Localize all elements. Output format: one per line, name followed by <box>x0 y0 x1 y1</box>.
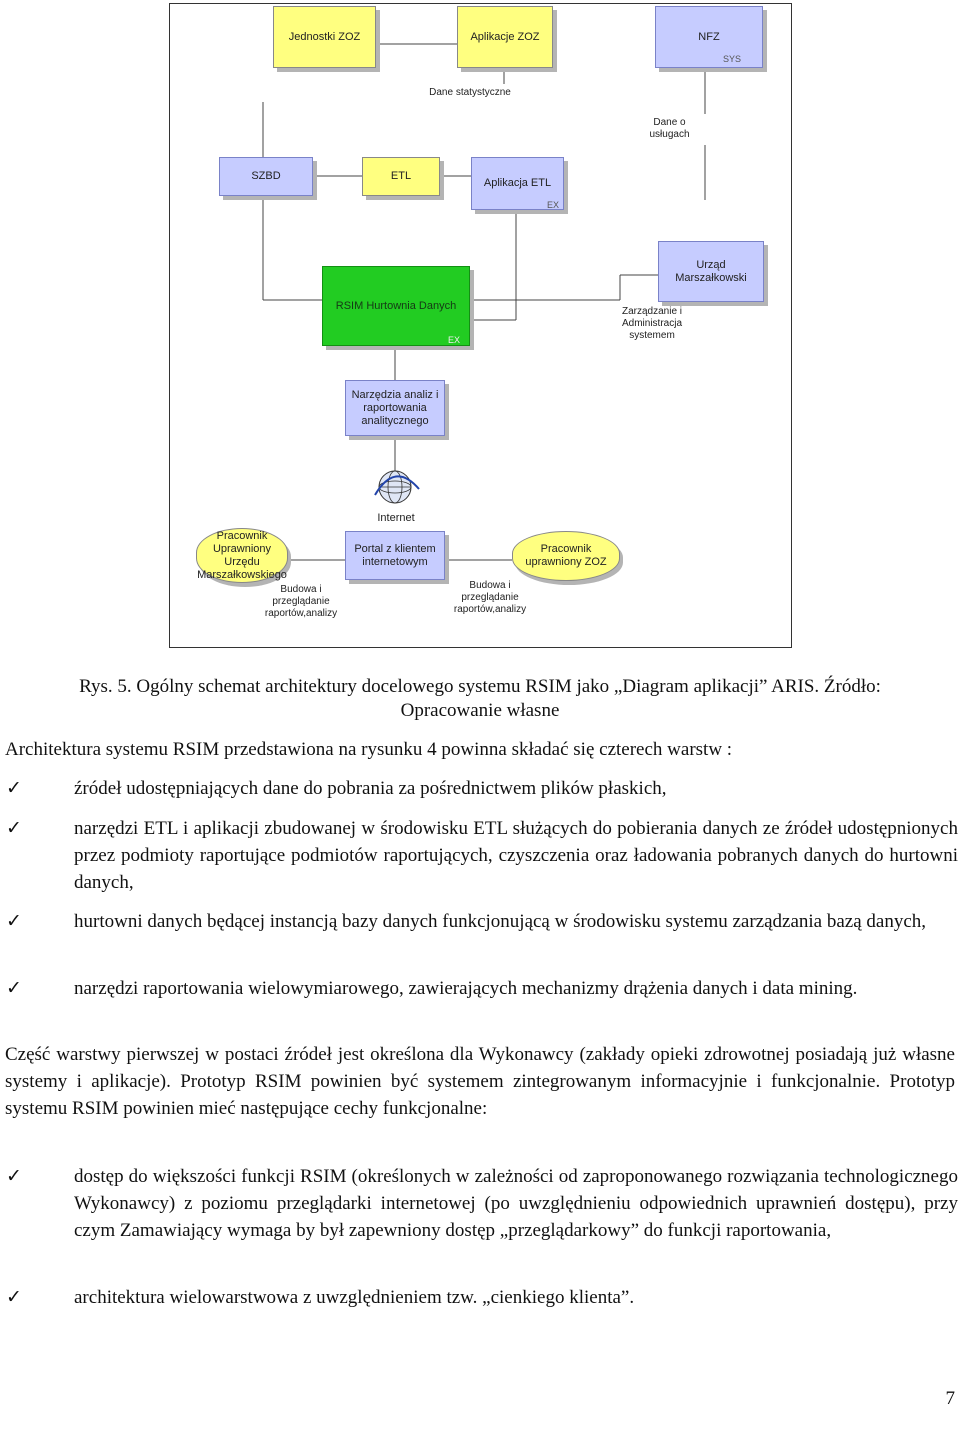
check-icon: ✓ <box>6 817 22 839</box>
node-rsim-hurtownia: RSIM Hurtownia Danych <box>322 266 470 346</box>
rsim-tag: EX <box>448 335 461 345</box>
check-icon: ✓ <box>6 910 22 932</box>
actor-pracownik-zoz: Pracownik uprawniony ZOZ <box>512 531 620 581</box>
node-urzad-marszalkowski: Urząd Marszałkowski <box>658 241 764 302</box>
node-narzedzia-analiz: Narzędzia analiz i raportowania analityc… <box>345 380 445 436</box>
label-dane-o-uslugach: Dane o usługach <box>649 117 690 140</box>
layer-item-2: ✓ narzędzi ETL i aplikacji zbudowanej w … <box>6 815 958 896</box>
layer-item-4: ✓ narzędzi raportowania wielowymiarowego… <box>6 975 958 1029</box>
layer-item-1: ✓ źródeł udostępniających dane do pobran… <box>6 775 958 802</box>
body-paragraph: Część warstwy pierwszej w postaci źródeł… <box>5 1044 955 1119</box>
check-icon: ✓ <box>6 1286 22 1308</box>
node-portal: Portal z klientem internetowym <box>345 531 445 580</box>
layer-item-3-text: hurtowni danych będącej instancją bazy d… <box>74 911 927 932</box>
label-zarzadzanie: Zarządzanie i Administracja systemem <box>621 306 683 341</box>
figure-caption-line2: Opracowanie własne <box>400 700 560 721</box>
check-icon: ✓ <box>6 977 22 999</box>
actor-pracownik-urzedu: Pracownik Uprawniony Urzędu Marszałkowsk… <box>196 528 288 583</box>
node-etl: ETL <box>362 157 440 196</box>
layer-item-3: ✓ hurtowni danych będącej instancją bazy… <box>6 908 958 962</box>
node-szbd: SZBD <box>219 157 313 196</box>
node-nfz: NFZ <box>655 6 763 68</box>
layer-item-1-text: źródeł udostępniających dane do pobrania… <box>74 778 667 799</box>
page-number: 7 <box>945 1388 956 1409</box>
nfz-sys-tag: SYS <box>723 54 742 64</box>
feature-item-1: ✓ dostęp do większości funkcji RSIM (okr… <box>6 1163 958 1271</box>
node-jednostki-zoz: Jednostki ZOZ <box>273 6 376 68</box>
feature-item-1-text: dostęp do większości funkcji RSIM (okreś… <box>74 1166 958 1241</box>
node-aplikacja-etl: Aplikacja ETL <box>471 157 564 210</box>
label-internet: Internet <box>377 512 415 524</box>
layer-item-2-text: narzędzi ETL i aplikacji zbudowanej w śr… <box>74 818 958 893</box>
intro-paragraph: Architektura systemu RSIM przedstawiona … <box>5 739 733 760</box>
node-aplikacje-zoz: Aplikacje ZOZ <box>457 6 553 68</box>
aplikacja-etl-tag: EX <box>547 200 560 210</box>
diagram-connectors <box>262 43 706 561</box>
check-icon: ✓ <box>6 1165 22 1187</box>
label-budowa-right: Budowa i przeglądanie raportów,analizy <box>453 580 527 615</box>
label-dane-statystyczne: Dane statystyczne <box>429 87 511 98</box>
layer-item-4-text: narzędzi raportowania wielowymiarowego, … <box>74 978 858 999</box>
label-budowa-left: Budowa i przeglądanie raportów,analizy <box>264 584 338 619</box>
figure-caption-line1: Rys. 5. Ogólny schemat architektury doce… <box>79 676 881 697</box>
feature-item-2-text: architektura wielowarstwowa z uwzględnie… <box>74 1287 635 1308</box>
feature-item-2: ✓ architektura wielowarstwowa z uwzględn… <box>6 1284 958 1311</box>
check-icon: ✓ <box>6 777 22 799</box>
globe-icon <box>374 470 420 504</box>
